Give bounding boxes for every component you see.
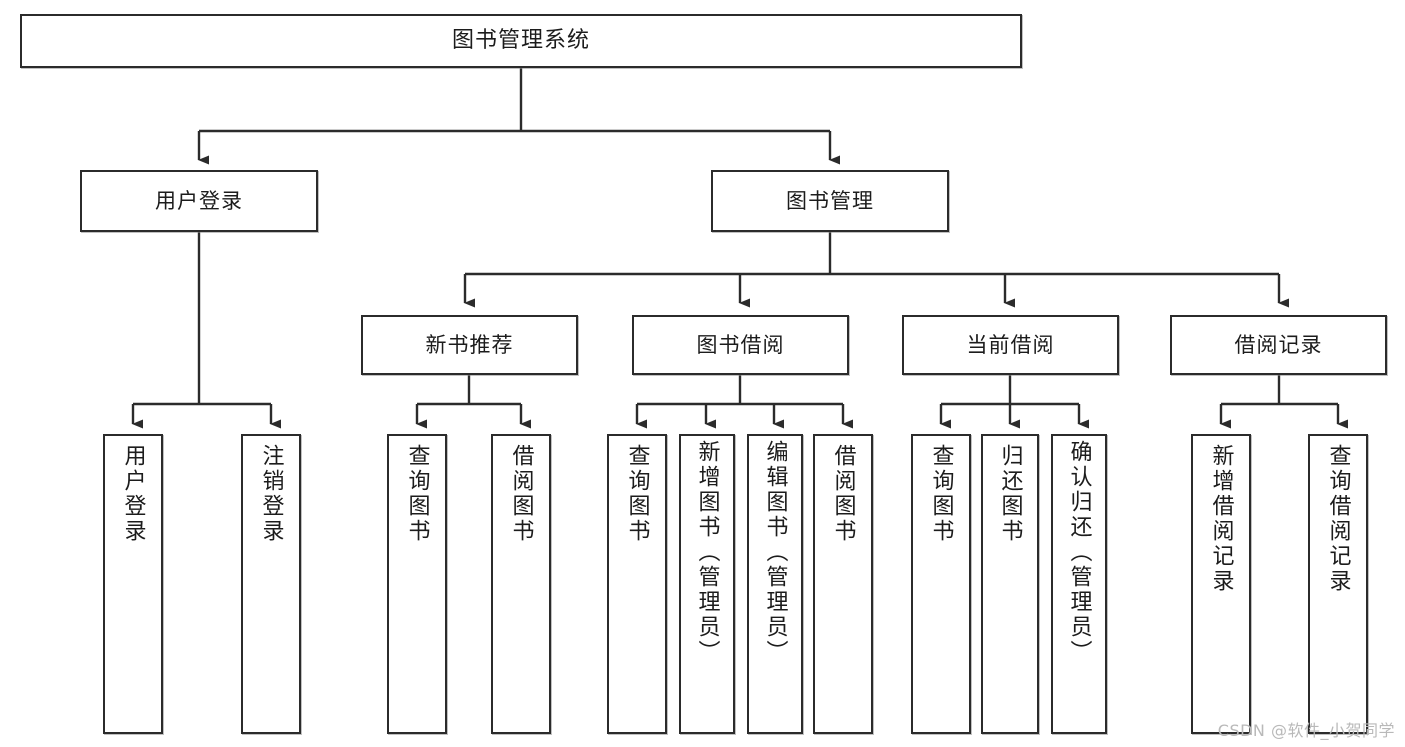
- node-leaf-borrow-book-recommend[interactable]: 借阅图书: [491, 434, 551, 734]
- node-user-login[interactable]: 用户登录: [80, 170, 318, 232]
- node-leaf-return-book[interactable]: 归还图书: [981, 434, 1039, 734]
- node-leaf-query-book-borrow[interactable]: 查询图书: [607, 434, 667, 734]
- node-label: 新书推荐: [425, 332, 514, 357]
- node-leaf-query-borrow-record[interactable]: 查询借阅记录: [1308, 434, 1368, 734]
- node-label: 借阅记录: [1234, 332, 1323, 357]
- node-leaf-edit-book-admin[interactable]: 编辑图书（管理员）: [747, 434, 803, 734]
- node-label: 新增借阅记录: [1208, 444, 1234, 594]
- node-book-borrow[interactable]: 图书借阅: [632, 315, 849, 375]
- node-label: 查询图书: [404, 444, 430, 544]
- node-label: 用户登录: [155, 188, 243, 213]
- node-new-book-recommend[interactable]: 新书推荐: [361, 315, 578, 375]
- node-label: 确认归还（管理员）: [1066, 440, 1092, 665]
- node-label: 编辑图书（管理员）: [762, 440, 788, 665]
- node-book-management[interactable]: 图书管理: [711, 170, 949, 232]
- node-leaf-query-book-recommend[interactable]: 查询图书: [387, 434, 447, 734]
- node-leaf-confirm-return-admin[interactable]: 确认归还（管理员）: [1051, 434, 1107, 734]
- node-current-borrow[interactable]: 当前借阅: [902, 315, 1119, 375]
- node-label: 查询图书: [624, 444, 650, 544]
- node-leaf-user-login[interactable]: 用户登录: [103, 434, 163, 734]
- node-leaf-logout[interactable]: 注销登录: [241, 434, 301, 734]
- node-leaf-add-book-admin[interactable]: 新增图书（管理员）: [679, 434, 735, 734]
- node-label: 查询借阅记录: [1325, 444, 1351, 594]
- node-label: 新增图书（管理员）: [694, 440, 720, 665]
- node-label: 借阅图书: [508, 444, 534, 544]
- node-leaf-query-book-current[interactable]: 查询图书: [911, 434, 971, 734]
- node-label: 当前借阅: [966, 332, 1055, 357]
- node-label: 归还图书: [997, 444, 1023, 544]
- node-label: 查询图书: [928, 444, 954, 544]
- node-borrow-record[interactable]: 借阅记录: [1170, 315, 1387, 375]
- node-leaf-add-borrow-record[interactable]: 新增借阅记录: [1191, 434, 1251, 734]
- node-label: 借阅图书: [830, 444, 856, 544]
- node-label: 用户登录: [120, 444, 146, 544]
- node-label: 图书借阅: [696, 332, 785, 357]
- node-label: 注销登录: [258, 444, 284, 544]
- node-label: 图书管理: [786, 188, 874, 213]
- node-label: 图书管理系统: [451, 28, 590, 54]
- node-leaf-borrow-book[interactable]: 借阅图书: [813, 434, 873, 734]
- node-root-book-management-system[interactable]: 图书管理系统: [20, 14, 1022, 68]
- csdn-watermark: CSDN @软件_小贺同学: [1217, 721, 1395, 740]
